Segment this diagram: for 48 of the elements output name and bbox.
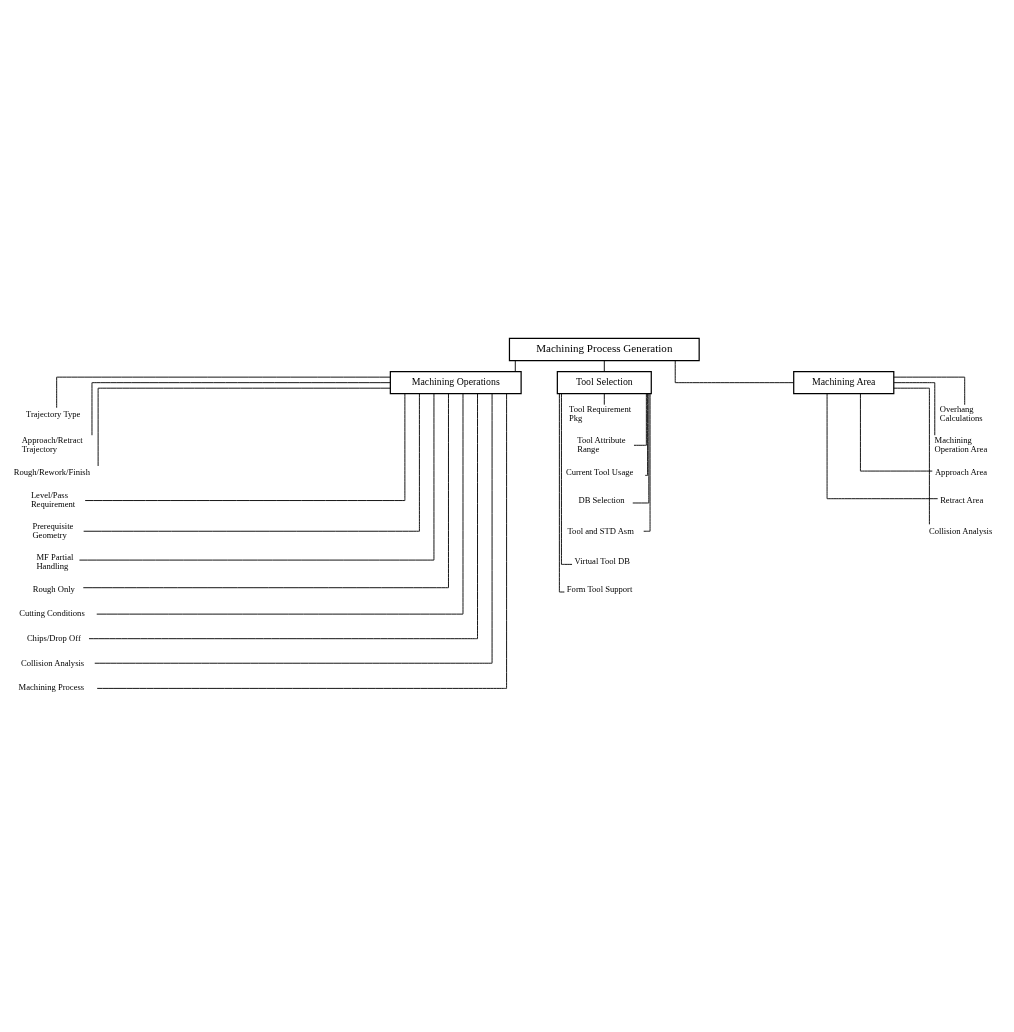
connector bbox=[82, 393, 449, 588]
connector bbox=[893, 376, 966, 405]
node-text: Retract Area bbox=[940, 494, 984, 505]
node-text: Prerequisite Geometry bbox=[32, 520, 74, 540]
connector bbox=[893, 387, 930, 525]
node-box: Machining Area bbox=[793, 370, 895, 394]
connector bbox=[603, 392, 605, 405]
node-text: MF Partial Handling bbox=[36, 551, 74, 571]
connector bbox=[84, 392, 406, 501]
node-text: Approach Area bbox=[934, 466, 988, 477]
connector bbox=[632, 392, 650, 503]
node-text: Rough Only bbox=[32, 583, 75, 594]
connector bbox=[97, 387, 391, 466]
connector bbox=[633, 392, 647, 446]
node-text: Virtual Tool DB bbox=[574, 555, 630, 566]
node-text: Machining Operation Area bbox=[934, 434, 988, 454]
node-text: Tool and STD Asm bbox=[567, 525, 634, 536]
connector bbox=[603, 359, 605, 372]
connector bbox=[893, 381, 936, 436]
node-text: Level/Pass Requirement bbox=[30, 489, 76, 509]
node-text: Machining Process bbox=[18, 681, 85, 692]
node-text: Tool Requirement Pkg bbox=[569, 403, 632, 423]
connector bbox=[91, 381, 391, 436]
node-text: DB Selection bbox=[578, 494, 625, 505]
connector bbox=[826, 392, 939, 499]
node-text: Rough/Rework/Finish bbox=[13, 466, 90, 477]
node-text: Tool Attribute Range bbox=[577, 434, 626, 454]
connector bbox=[558, 392, 565, 592]
node-text: Trajectory Type bbox=[25, 408, 81, 419]
connector bbox=[514, 359, 516, 372]
connector bbox=[859, 392, 933, 472]
connector bbox=[561, 392, 573, 565]
node-text: Collision Analysis bbox=[21, 657, 85, 667]
node-box: Machining Operations bbox=[389, 370, 522, 394]
connector bbox=[644, 392, 649, 476]
connector bbox=[78, 392, 435, 561]
node-text: Current Tool Usage bbox=[565, 466, 634, 477]
node-box: Machining Process Generation bbox=[508, 337, 700, 361]
connector bbox=[56, 376, 391, 408]
connector bbox=[674, 359, 795, 383]
node-text: Cutting Conditions bbox=[19, 607, 85, 618]
connector bbox=[83, 392, 420, 532]
node-text: Approach/Retract Trajectory bbox=[21, 434, 83, 454]
node-text: Overhang Calculations bbox=[939, 403, 983, 423]
node-text: Collision Analysis bbox=[929, 525, 993, 536]
node-text: Chips/Drop Off bbox=[26, 632, 81, 643]
node-text: Form Tool Support bbox=[566, 583, 633, 594]
node-box: Tool Selection bbox=[556, 370, 652, 394]
